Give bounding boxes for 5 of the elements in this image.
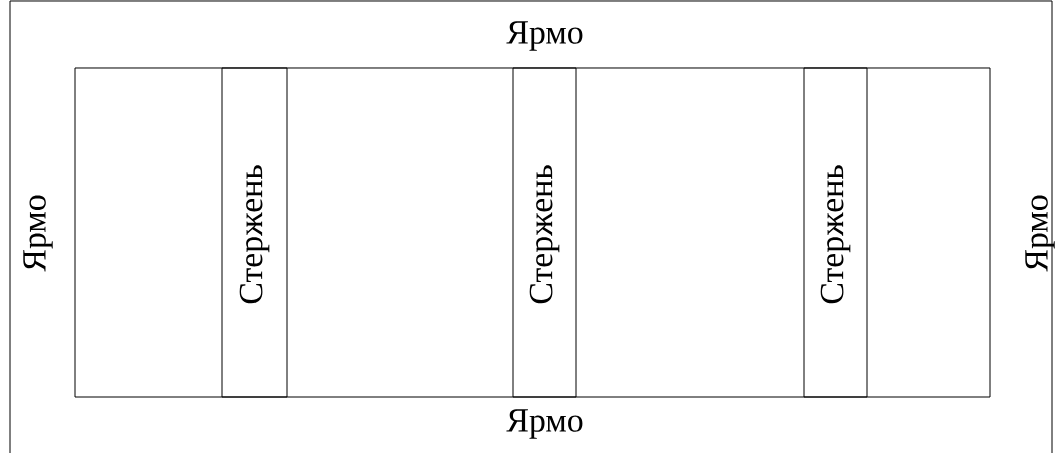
core-limb: Стержень [512,67,577,398]
yoke-label: Ярмо [23,195,53,272]
core-limb: Стержень [221,67,288,398]
core-limb: Стержень [803,67,868,398]
yoke-label: Ярмо [1025,195,1055,272]
